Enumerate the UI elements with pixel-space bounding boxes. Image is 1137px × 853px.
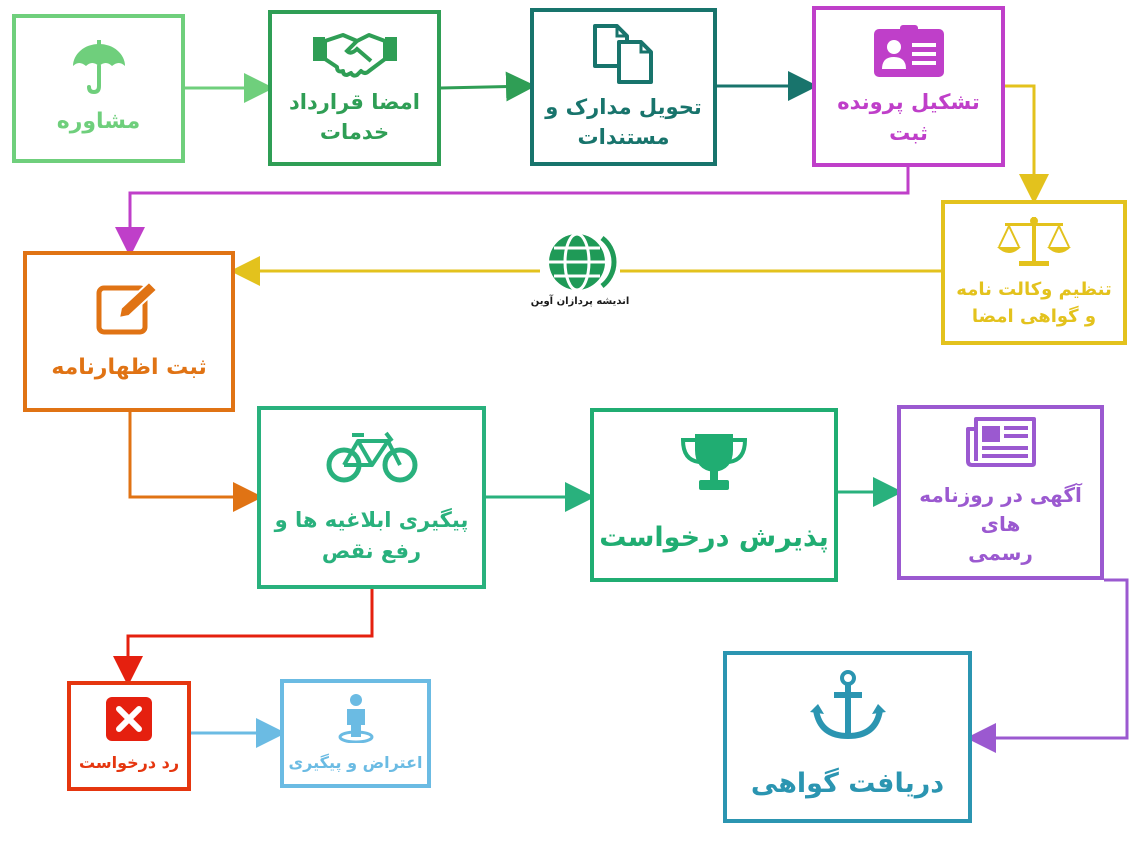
node-file-registration: تشکیل پرونده ثبت (812, 6, 1005, 167)
node-contract: امضا قرارداد خدمات (268, 10, 441, 166)
id-card-icon (873, 25, 944, 78)
scales-icon (997, 217, 1071, 267)
node-documents-label: تحویل مدارک و مستندات (545, 94, 702, 149)
anchor-icon (809, 670, 886, 740)
arrow-declaration-followup (128, 412, 263, 512)
arrow-followup-reject (113, 589, 374, 686)
company-logo: اندیشه پردازان آوین (525, 228, 635, 307)
arrow-contract-documents (440, 71, 536, 102)
node-documents: تحویل مدارک و مستندات (530, 8, 717, 166)
node-contract-label: امضا قرارداد خدمات (289, 89, 420, 144)
node-objection-label: اعتراض و پیگیری (288, 752, 423, 772)
umbrella-icon (72, 39, 125, 94)
node-power-of-attorney: تنظیم وکالت نامه و گواهی امضا (941, 200, 1127, 345)
node-declaration: ثبت اظهارنامه (23, 251, 235, 412)
trophy-icon (680, 434, 748, 491)
node-file-registration-label: تشکیل پرونده ثبت (837, 90, 980, 145)
node-gazette: آگهی در روزنامه های رسمی (897, 405, 1104, 580)
node-certificate: دریافت گواهی (723, 651, 972, 823)
newspaper-icon (965, 417, 1036, 467)
logo-caption: اندیشه پردازان آوین (530, 296, 630, 307)
node-power-of-attorney-label: تنظیم وکالت نامه و گواهی امضا (956, 279, 1112, 327)
handshake-icon (312, 32, 397, 78)
arrow-file-poa (1005, 84, 1049, 204)
node-consultation-label: مشاوره (56, 108, 141, 134)
node-certificate-label: دریافت گواهی (750, 768, 945, 800)
node-gazette-label: آگهی در روزنامه های رسمی (919, 483, 1082, 565)
node-consultation: مشاوره (12, 14, 185, 163)
node-acceptance-label: پذیرش درخواست (599, 522, 829, 554)
node-objection: اعتراض و پیگیری (280, 679, 431, 788)
documents-copy-icon (592, 23, 653, 84)
node-rejection: رد درخواست (67, 681, 191, 791)
globe-logo-icon (540, 228, 620, 296)
node-declaration-label: ثبت اظهارنامه (51, 354, 207, 380)
bicycle-icon (326, 431, 417, 483)
arrow-gazette-certificate (966, 578, 1129, 753)
close-x-icon (106, 697, 152, 742)
arrow-file-declaration (115, 167, 910, 257)
node-followup-label: پیگیری ابلاغیه ها و رفع نقص (274, 508, 469, 563)
edit-pencil-icon (96, 280, 159, 335)
node-followup: پیگیری ابلاغیه ها و رفع نقص (257, 406, 486, 589)
node-rejection-label: رد درخواست (78, 753, 180, 773)
person-location-icon (338, 693, 373, 743)
node-acceptance: پذیرش درخواست (590, 408, 838, 582)
